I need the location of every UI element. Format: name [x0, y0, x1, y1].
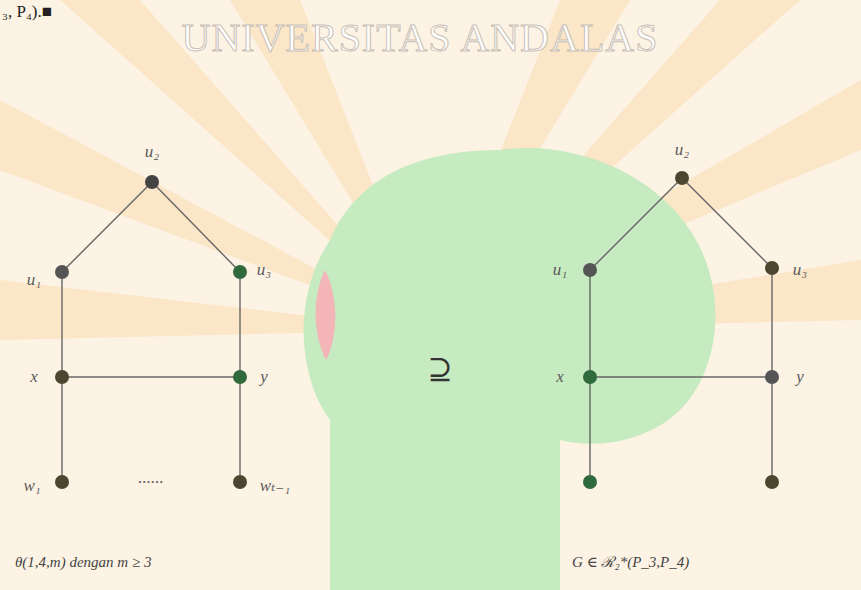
graph-caption: θ(1,4,m) dengan m ≥ 3 [15, 554, 151, 571]
flame-shape [316, 270, 336, 360]
right-graph-vertices [583, 171, 779, 489]
vertex-label: x [556, 368, 564, 387]
vertex-label: y [796, 368, 804, 387]
right-graph-edges [590, 178, 772, 482]
watermark: UNIVERSITAS ANDALAS [182, 16, 659, 60]
graph-caption: G ∈ ℛ₂*(P_3,P_4) [572, 554, 689, 571]
vertex-label: u₁ [27, 271, 41, 290]
vertex-label: u₂ [675, 141, 689, 160]
vertex-label: u₃ [257, 261, 271, 280]
left-graph-vertices [55, 175, 247, 489]
left-graph-edges [62, 182, 240, 482]
ellipsis: ...... [138, 469, 164, 488]
text-fragment: ₃, P₄).■ [2, 3, 52, 22]
relation-symbol: ⊇ [427, 352, 452, 385]
tree-shape [304, 148, 716, 590]
vertex-label: x [30, 368, 38, 387]
vertex-label: u₃ [793, 261, 807, 280]
vertex-label: y [260, 368, 268, 387]
vertex-label: w₁ [23, 477, 40, 496]
vertex-label: wₜ₋₁ [260, 477, 290, 496]
vertex-label: u₂ [145, 143, 159, 162]
vertex-label: u₁ [553, 261, 567, 280]
